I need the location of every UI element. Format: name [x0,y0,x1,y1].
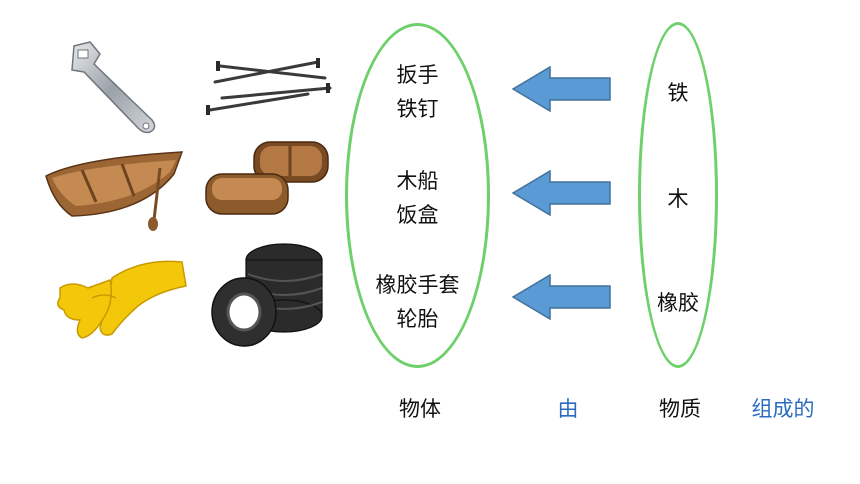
object-label-nail: 铁钉 [396,97,439,121]
object-label-lunchbox: 饭盒 [396,203,439,227]
gloves-image [57,260,187,339]
caption-material: 物质 [659,397,701,421]
object-label-gloves: 橡胶手套 [375,273,460,297]
objects-ellipse [345,23,490,368]
lunchbox-image [205,141,329,215]
material-label-wood: 木 [667,187,689,211]
material-label-iron: 铁 [667,81,689,105]
arrow-left-icon [512,274,611,320]
arrow-left-icon [512,66,611,112]
caption-composed: 组成的 [751,397,815,421]
materials-ellipse [638,22,718,368]
boat-image [45,151,184,231]
wrench-image [71,41,156,134]
object-label-boat: 木船 [396,169,439,193]
object-label-tire: 轮胎 [396,307,439,331]
arrow-left-icon [512,170,611,216]
object-label-wrench: 扳手 [396,63,439,87]
object-group-rubber: 橡胶手套 轮胎 [345,268,490,336]
tires-image [211,243,323,347]
object-group-metal: 扳手 铁钉 [345,58,490,126]
material-label-rubber: 橡胶 [657,291,699,315]
caption-objects: 物体 [399,397,441,421]
caption-by: 由 [557,397,579,421]
nails-image [206,58,332,115]
object-group-wood: 木船 饭盒 [345,164,490,232]
